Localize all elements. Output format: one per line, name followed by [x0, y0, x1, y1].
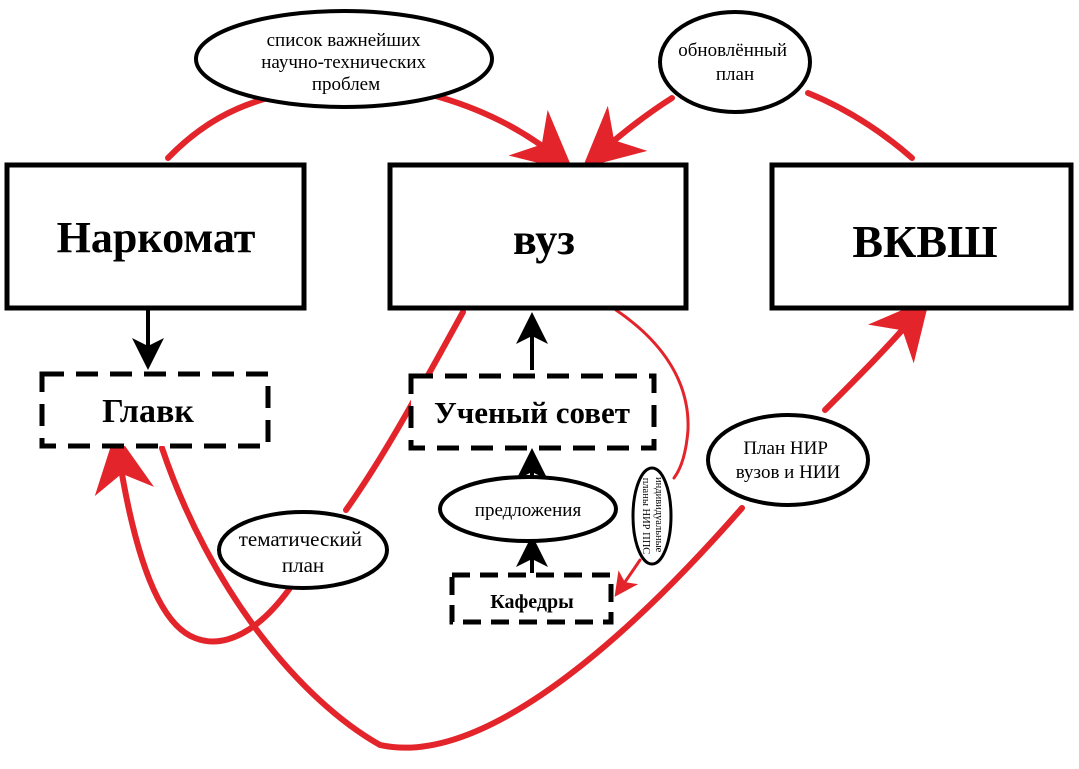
box-narkomat-label: Наркомат — [57, 213, 256, 262]
arrow-vuz-to-individual-plans — [614, 308, 690, 480]
box-vuz-label: вуз — [513, 215, 575, 264]
ellipse-updated-plan-line-2: план — [716, 64, 754, 85]
ellipse-thematic-plan-line-1: тематический — [239, 527, 362, 551]
box-vkvsh-label: ВКВШ — [852, 216, 997, 267]
box-kafedry: Кафедры — [449, 572, 614, 625]
ellipse-nir-plan-line-2: вузов и НИИ — [736, 462, 841, 483]
arrow-narkomat-to-problems — [165, 92, 283, 161]
ellipse-individual-plans-line-1: индивидуальные — [653, 477, 664, 553]
box-uchenyi-sovet: Ученый совет — [408, 373, 657, 451]
arrow-vkvsh-to-updated-plan — [805, 90, 915, 161]
ellipse-individual-plans: индивидуальные планы НИР ППС — [631, 466, 673, 566]
ellipse-thematic-plan: тематический план — [217, 510, 389, 590]
svg-text:список важнейших научно-: список важнейших научно-технических проб… — [261, 30, 431, 95]
box-vkvsh: ВКВШ — [769, 162, 1074, 311]
black-arrows — [132, 310, 548, 573]
ellipse-problems-line-3: проблем — [312, 74, 380, 95]
ellipse-updated-plan-line-1: обновлённый — [678, 40, 787, 61]
svg-text:тематический план: тематический план — [239, 527, 368, 577]
ellipse-proposals: предложения — [438, 475, 618, 543]
thin-red-arrows — [614, 308, 690, 597]
box-vuz: вуз — [387, 162, 689, 311]
arrow-problems-to-vuz — [429, 92, 574, 172]
box-uchenyi-sovet-label: Ученый совет — [434, 395, 630, 430]
ellipse-updated-plan: обновлённый план — [658, 10, 812, 114]
svg-text:обновлённый план: обновлённый план — [678, 40, 792, 85]
ellipse-individual-plans-line-2: планы НИР ППС — [640, 478, 651, 555]
svg-text:План НИР вузов и НИИ: План НИР вузов и НИИ — [736, 438, 841, 483]
arrow-updated-plan-to-vuz — [582, 95, 675, 168]
ellipse-nir-plan-line-1: План НИР — [743, 438, 828, 459]
ellipse-nir-plan: План НИР вузов и НИИ — [706, 413, 870, 507]
box-kafedry-label: Кафедры — [490, 591, 574, 613]
ellipse-proposals-label: предложения — [475, 500, 582, 521]
box-glavk: Главк — [39, 371, 271, 449]
ellipse-problems-line-2: научно-технических — [261, 52, 426, 73]
box-glavk-label: Главк — [102, 393, 194, 430]
ellipse-thematic-plan-line-2: план — [282, 553, 324, 577]
arrow-thematic-plan-to-glavk — [94, 432, 293, 645]
svg-text:индивидуальные планы НИР: индивидуальные планы НИР ППС — [640, 477, 664, 555]
red-arrows — [94, 90, 930, 751]
arrow-individual-plans-to-kafedry — [614, 558, 642, 597]
box-narkomat: Наркомат — [4, 162, 307, 311]
arrow-glavk-to-nir-plan — [159, 445, 745, 751]
ellipse-problems: список важнейших научно-технических проб… — [194, 9, 494, 109]
ellipse-problems-line-1: список важнейших — [267, 30, 422, 51]
arrow-nir-plan-to-vkvsh — [822, 298, 930, 413]
arrow-vuz-to-thematic-plan — [343, 309, 466, 513]
